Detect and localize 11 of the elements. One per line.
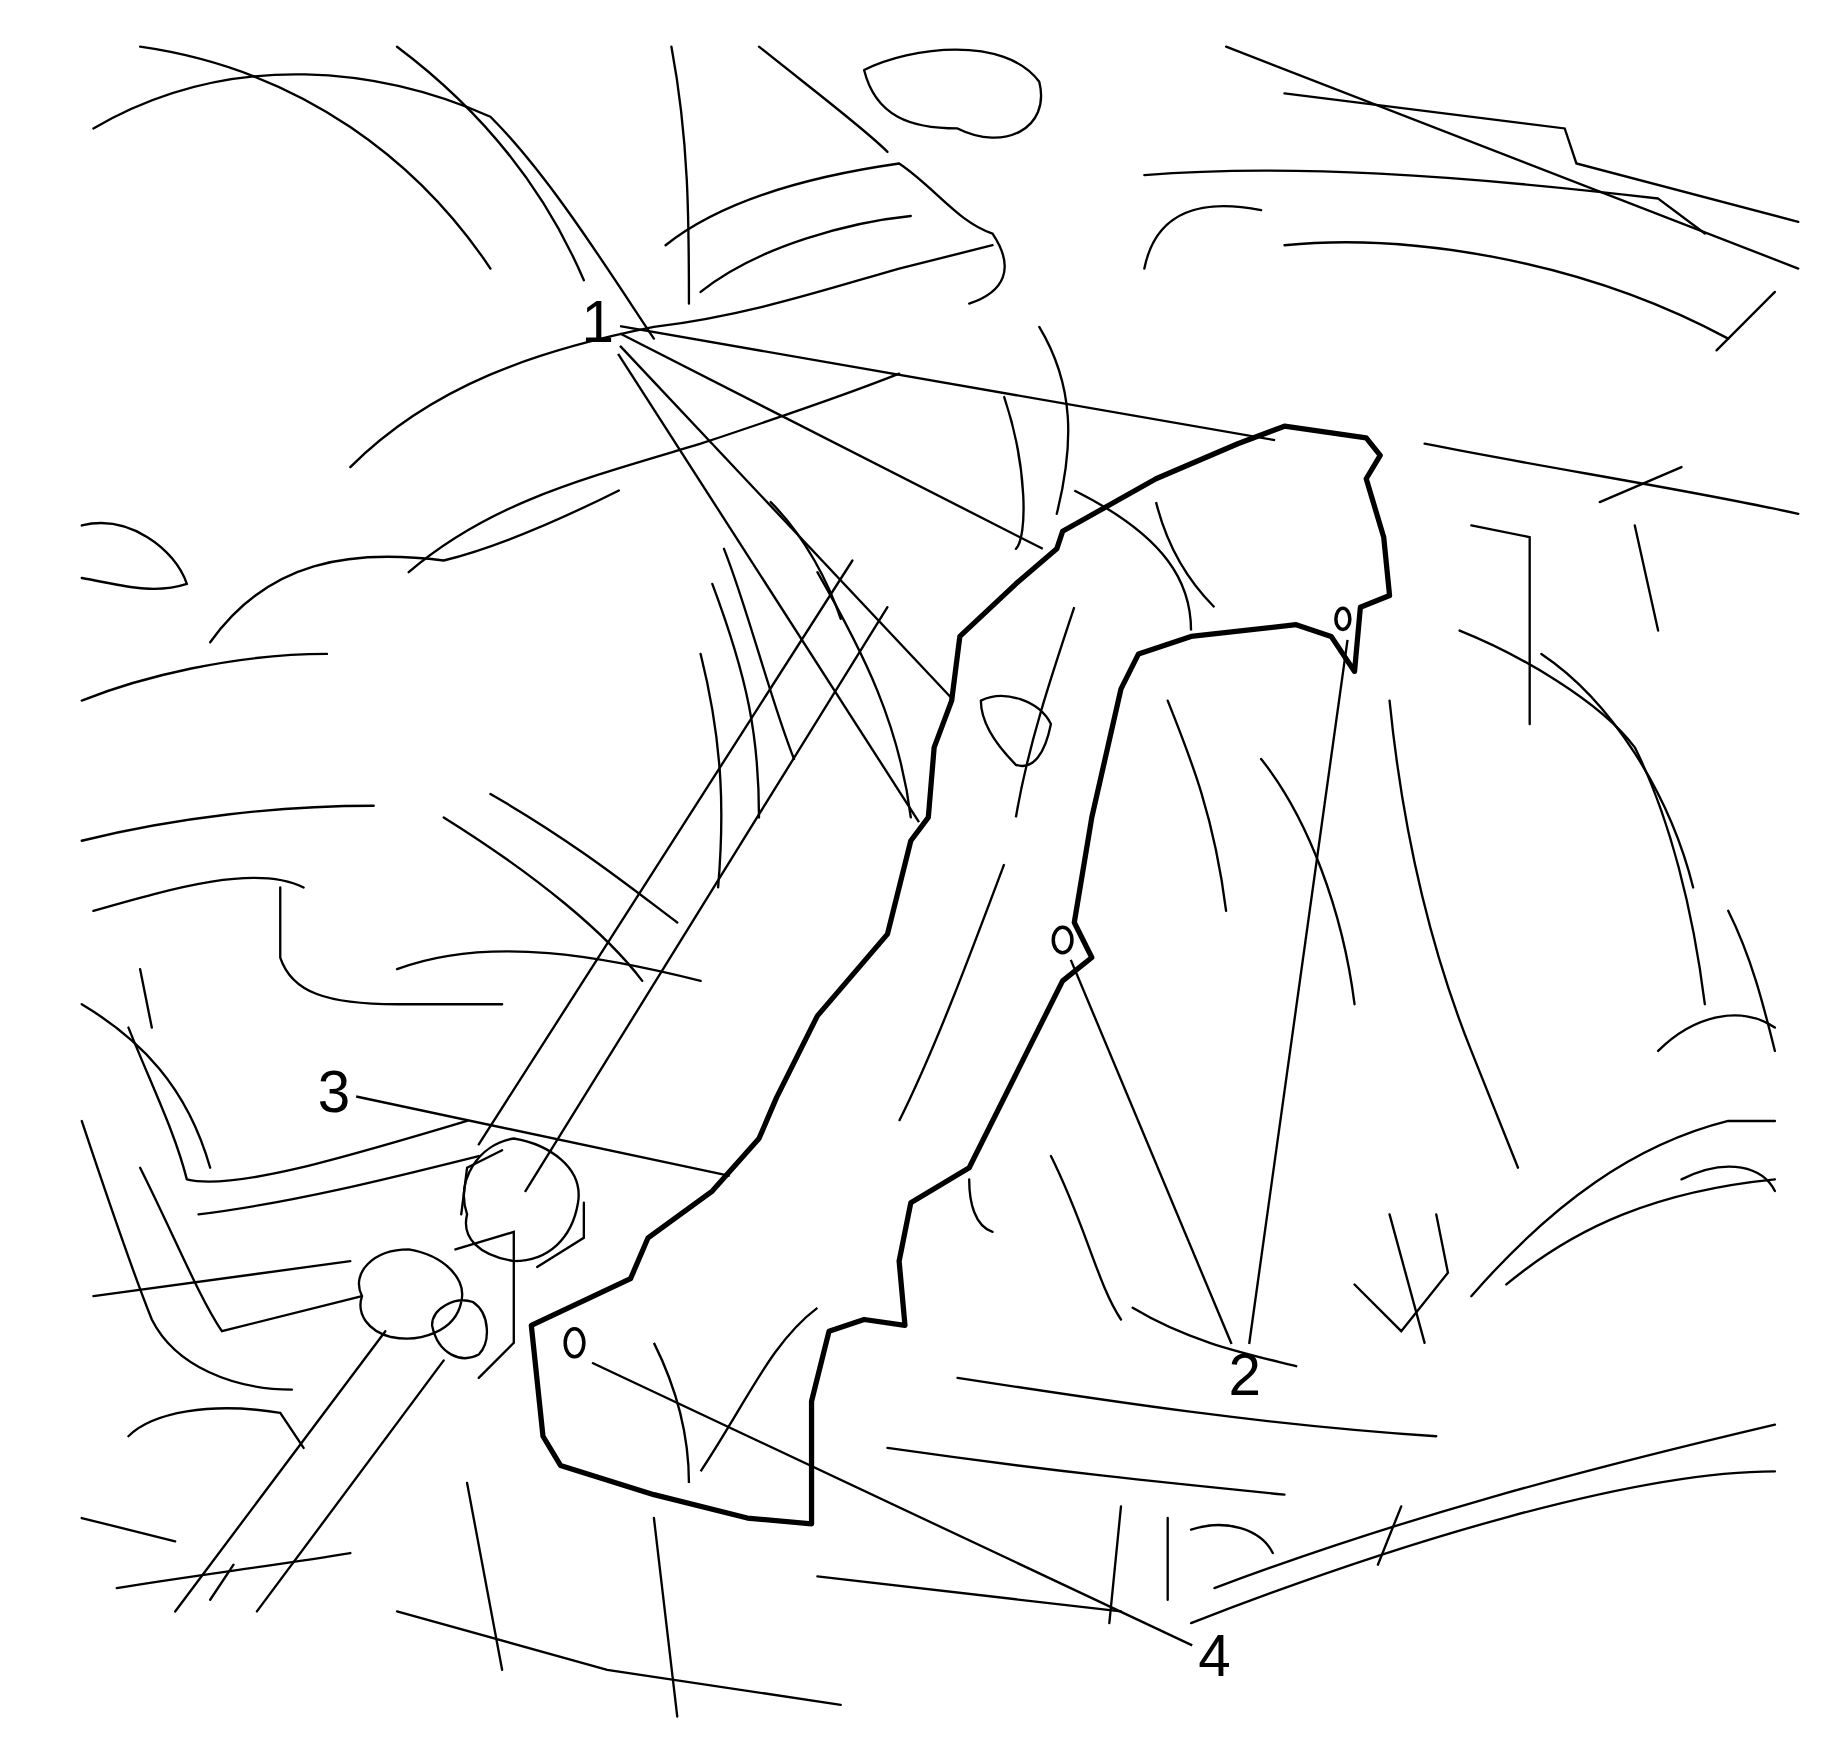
leader-line xyxy=(617,353,920,823)
leader-line xyxy=(619,325,1276,442)
leader-line xyxy=(591,1361,1193,1647)
callout-number: 2 xyxy=(1226,1346,1264,1405)
leader-line xyxy=(1069,959,1233,1345)
callout-number: 3 xyxy=(315,1062,353,1121)
leader-line xyxy=(619,332,1044,550)
leader-line xyxy=(1248,639,1349,1345)
callout-number: 4 xyxy=(1195,1626,1233,1685)
leader-line xyxy=(619,345,953,700)
leader-line xyxy=(355,1095,731,1177)
